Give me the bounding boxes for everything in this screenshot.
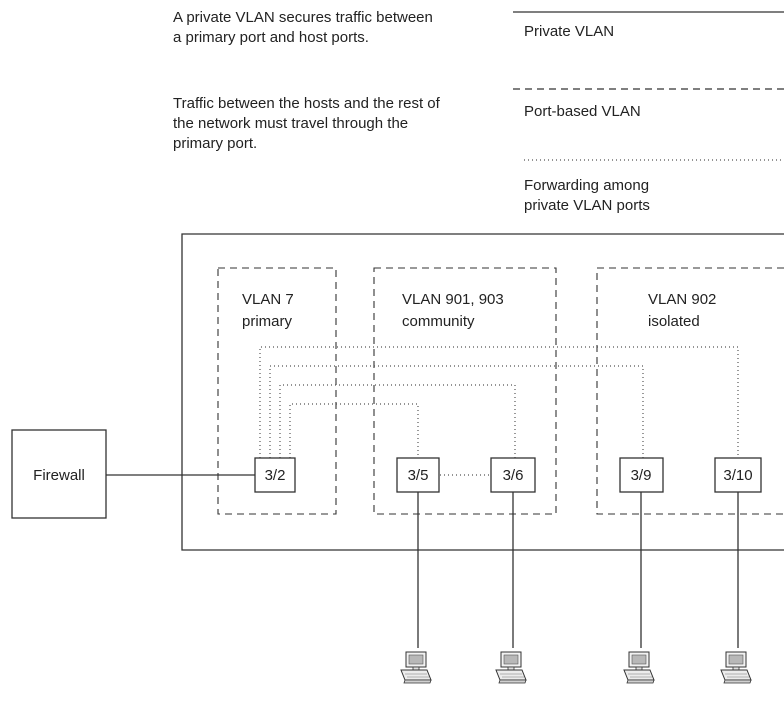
switch-outline (181, 233, 784, 551)
port-3-10 (714, 457, 762, 493)
computer-icon (495, 651, 527, 684)
forwarding-paths (259, 346, 739, 476)
vlan-901-903-title: VLAN 901, 903 (402, 291, 504, 308)
computer-icon (623, 651, 655, 684)
computer-icon (400, 651, 432, 684)
port-3-6 (490, 457, 536, 493)
computer-icon (720, 651, 752, 684)
intro-paragraph-2: Traffic between the hosts and the rest o… (173, 95, 440, 152)
vlan-box-primary (217, 267, 337, 515)
intro-paragraph-1: A private VLAN secures traffic between a… (173, 9, 433, 46)
port-3-5 (396, 457, 440, 493)
port-3-9 (619, 457, 664, 493)
vlan-901-903-role: community (402, 313, 475, 330)
legend-forwarding-label-line1: Forwarding among (524, 177, 650, 194)
firewall-box (11, 429, 107, 519)
port-3-10-label: 3/10 (723, 467, 752, 484)
vlan-902-title: VLAN 902 (648, 291, 716, 308)
legend-private-vlan-label: Private VLAN (524, 23, 615, 40)
vlan-box-community (373, 267, 557, 515)
legend-forwarding-label-line2: private VLAN ports (524, 197, 650, 214)
vlan-7-title: VLAN 7 (242, 291, 294, 308)
legend-port-based-vlan-label: Port-based VLAN (524, 103, 641, 120)
port-3-2 (254, 457, 296, 493)
vlan-902-role: isolated (648, 313, 700, 330)
port-3-6-label: 3/6 (503, 467, 524, 484)
port-3-2-label: 3/2 (265, 467, 286, 484)
vlan-7-role: primary (242, 313, 293, 330)
port-3-5-label: 3/5 (408, 467, 429, 484)
firewall-label: Firewall (33, 467, 85, 484)
port-3-9-label: 3/9 (631, 467, 652, 484)
host-links (417, 492, 739, 648)
